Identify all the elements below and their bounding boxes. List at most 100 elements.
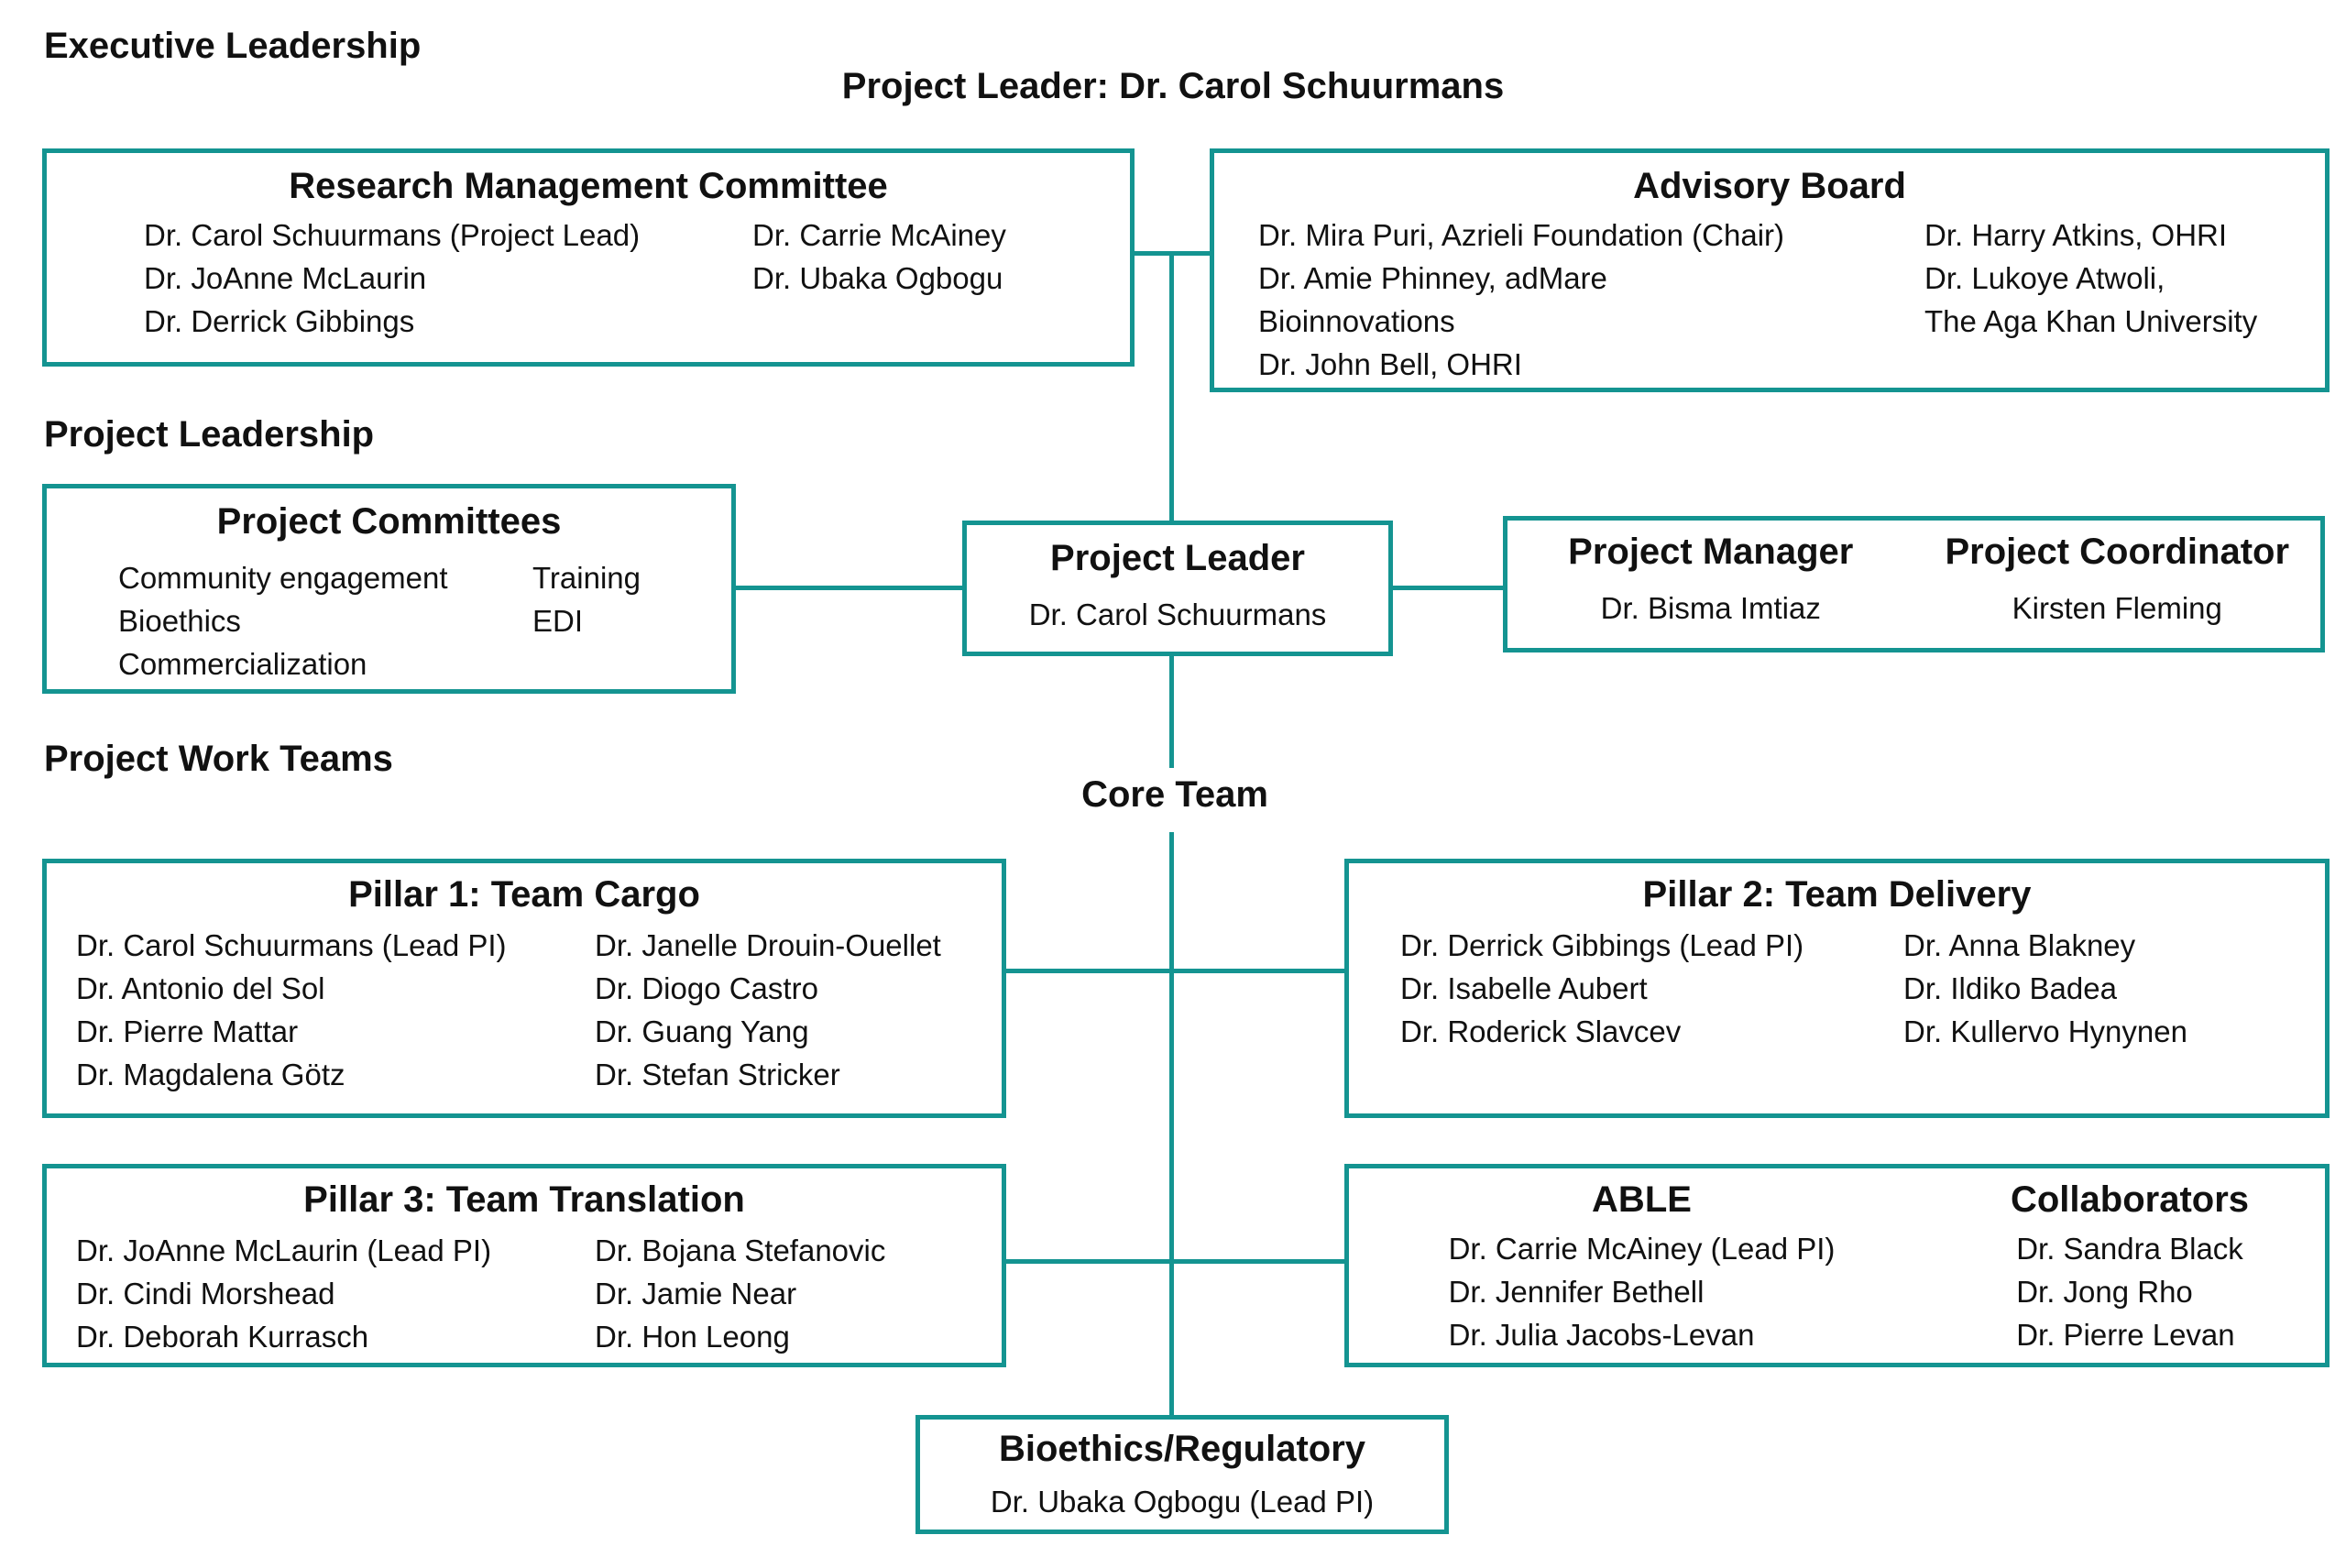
collaborators-column: Collaborators Dr. Sandra Black Dr. Jong … (1935, 1168, 2325, 1363)
able-collaborators-box: ABLE Dr. Carrie McAiney (Lead PI) Dr. Je… (1344, 1164, 2330, 1367)
committee-list: Community engagement Bioethics Commercia… (118, 556, 448, 685)
box-title: Research Management Committee (289, 166, 888, 206)
executive-leadership-heading: Executive Leadership (44, 26, 422, 66)
member: Dr. Mira Puri, Azrieli Foundation (Chair… (1258, 218, 1785, 252)
connector-top-to-leader (1169, 251, 1174, 525)
member: Dr. Carol Schuurmans (1028, 598, 1327, 631)
member: Dr. Sandra Black (2016, 1232, 2243, 1266)
member: Dr. Diogo Castro (595, 971, 818, 1005)
member: Dr. Carrie McAiney (Lead PI) (1448, 1232, 1836, 1266)
member-list: Dr. Harry Atkins, OHRI Dr. Lukoye Atwoli… (1924, 214, 2257, 343)
project-manager-column: Project Manager Dr. Bisma Imtiaz (1507, 521, 1914, 648)
committee-item: EDI (532, 604, 584, 638)
member: Bioinnovations (1258, 304, 1455, 338)
connector-pillar3-able (1003, 1259, 1348, 1264)
member: Dr. Magdalena Götz (76, 1058, 345, 1091)
member-list: Dr. Carol Schuurmans (Project Lead) Dr. … (144, 214, 640, 343)
committee-item: Training (532, 561, 641, 595)
member: Dr. Carol Schuurmans (Project Lead) (144, 218, 641, 252)
member: Dr. Pierre Mattar (76, 1014, 299, 1048)
connector-pillar1-pillar2 (1003, 969, 1348, 973)
member-list: Dr. Carrie McAiney (Lead PI) Dr. Jennife… (1449, 1227, 1836, 1356)
box-title: Advisory Board (1633, 166, 1906, 206)
member: The Aga Khan University (1924, 304, 2258, 338)
bioethics-regulatory-box: Bioethics/Regulatory Dr. Ubaka Ogbogu (L… (915, 1415, 1449, 1534)
committee-item: Bioethics (118, 604, 241, 638)
member: Dr. Antonio del Sol (76, 971, 325, 1005)
box-title: Pillar 1: Team Cargo (348, 874, 700, 915)
member: Dr. Derrick Gibbings (144, 304, 415, 338)
box-title: ABLE (1592, 1179, 1692, 1220)
box-title: Project Manager (1568, 532, 1854, 572)
member: Dr. Pierre Levan (2016, 1318, 2235, 1352)
member: Dr. John Bell, OHRI (1258, 347, 1522, 381)
member: Dr. Julia Jacobs-Levan (1448, 1318, 1755, 1352)
project-committees-box: Project Committees Community engagement … (42, 484, 736, 694)
member: Dr. Harry Atkins, OHRI (1924, 218, 2228, 252)
member: Dr. Roderick Slavcev (1400, 1014, 1682, 1048)
member: Dr. Kullervo Hynynen (1903, 1014, 2187, 1048)
research-management-committee-box: Research Management Committee Dr. Carol … (42, 148, 1135, 367)
member: Kirsten Fleming (2012, 591, 2222, 625)
box-title: Pillar 2: Team Delivery (1642, 874, 2032, 915)
box-title: Pillar 3: Team Translation (303, 1179, 745, 1220)
member: Dr. Jong Rho (2016, 1275, 2193, 1309)
member-list: Dr. Anna Blakney Dr. Ildiko Badea Dr. Ku… (1903, 924, 2187, 1053)
member: Dr. Amie Phinney, adMare (1258, 261, 1607, 295)
member-list: Dr. Mira Puri, Azrieli Foundation (Chair… (1258, 214, 1784, 386)
manager-coordinator-box: Project Manager Dr. Bisma Imtiaz Project… (1503, 516, 2325, 652)
box-title: Collaborators (2010, 1179, 2250, 1220)
member-list: Dr. Sandra Black Dr. Jong Rho Dr. Pierre… (2016, 1227, 2243, 1356)
able-column: ABLE Dr. Carrie McAiney (Lead PI) Dr. Je… (1349, 1168, 1935, 1363)
committee-item: Commercialization (118, 647, 367, 681)
member: Dr. Carrie McAiney (752, 218, 1006, 252)
advisory-board-box: Advisory Board Dr. Mira Puri, Azrieli Fo… (1210, 148, 2330, 392)
member-list: Dr. Janelle Drouin-Ouellet Dr. Diogo Cas… (595, 924, 941, 1096)
committee-item: Community engagement (118, 561, 448, 595)
member: Dr. Jennifer Bethell (1448, 1275, 1705, 1309)
member: Dr. Isabelle Aubert (1400, 971, 1648, 1005)
member-list: Dr. Carrie McAiney Dr. Ubaka Ogbogu (752, 214, 1006, 300)
member: Dr. Bojana Stefanovic (595, 1234, 886, 1267)
member: Dr. Ildiko Badea (1903, 971, 2117, 1005)
committee-list: Training EDI (532, 556, 641, 642)
pillar3-team-translation-box: Pillar 3: Team Translation Dr. JoAnne Mc… (42, 1164, 1006, 1367)
pillar1-team-cargo-box: Pillar 1: Team Cargo Dr. Carol Schuurman… (42, 859, 1006, 1118)
project-leader-top-heading: Project Leader: Dr. Carol Schuurmans (841, 66, 1505, 106)
connector-leader-manager (1389, 586, 1507, 590)
member: Dr. Janelle Drouin-Ouellet (595, 928, 941, 962)
member: Dr. Guang Yang (595, 1014, 809, 1048)
connector-coreteam-bioethics (1169, 832, 1174, 1419)
member-list: Dr. Bojana Stefanovic Dr. Jamie Near Dr.… (595, 1229, 885, 1358)
member: Dr. Jamie Near (595, 1277, 797, 1310)
project-work-teams-heading: Project Work Teams (44, 739, 393, 779)
pillar2-team-delivery-box: Pillar 2: Team Delivery Dr. Derrick Gibb… (1344, 859, 2330, 1118)
member-list: Dr. Derrick Gibbings (Lead PI) Dr. Isabe… (1400, 924, 1803, 1053)
member: Dr. Ubaka Ogbogu (752, 261, 1003, 295)
member: Dr. Anna Blakney (1903, 928, 2136, 962)
member: Dr. Stefan Stricker (595, 1058, 840, 1091)
member: Dr. JoAnne McLaurin (Lead PI) (76, 1234, 492, 1267)
project-coordinator-column: Project Coordinator Kirsten Fleming (1914, 521, 2321, 648)
member: Dr. Lukoye Atwoli, (1924, 261, 2165, 295)
box-title: Project Leader (1050, 538, 1305, 578)
member: Dr. Cindi Morshead (76, 1277, 335, 1310)
box-title: Bioethics/Regulatory (998, 1429, 1366, 1469)
member: Dr. Deborah Kurrasch (76, 1320, 369, 1354)
connector-rmc-advisory (1135, 251, 1213, 256)
connector-leader-coreteam (1169, 652, 1174, 768)
member: Dr. Carol Schuurmans (Lead PI) (76, 928, 507, 962)
member: Dr. Bisma Imtiaz (1600, 591, 1821, 625)
box-title: Project Coordinator (1945, 532, 2290, 572)
box-title: Project Committees (216, 501, 562, 542)
member-list: Dr. Carol Schuurmans (Lead PI) Dr. Anton… (76, 924, 507, 1096)
project-leadership-heading: Project Leadership (44, 414, 375, 455)
core-team-label: Core Team (1081, 774, 1268, 815)
project-leader-box: Project Leader Dr. Carol Schuurmans (962, 521, 1393, 656)
member: Dr. Ubaka Ogbogu (Lead PI) (990, 1485, 1375, 1519)
member-list: Dr. JoAnne McLaurin (Lead PI) Dr. Cindi … (76, 1229, 491, 1358)
connector-committees-leader (732, 586, 966, 590)
member: Dr. JoAnne McLaurin (144, 261, 427, 295)
member: Dr. Hon Leong (595, 1320, 790, 1354)
member: Dr. Derrick Gibbings (Lead PI) (1400, 928, 1804, 962)
